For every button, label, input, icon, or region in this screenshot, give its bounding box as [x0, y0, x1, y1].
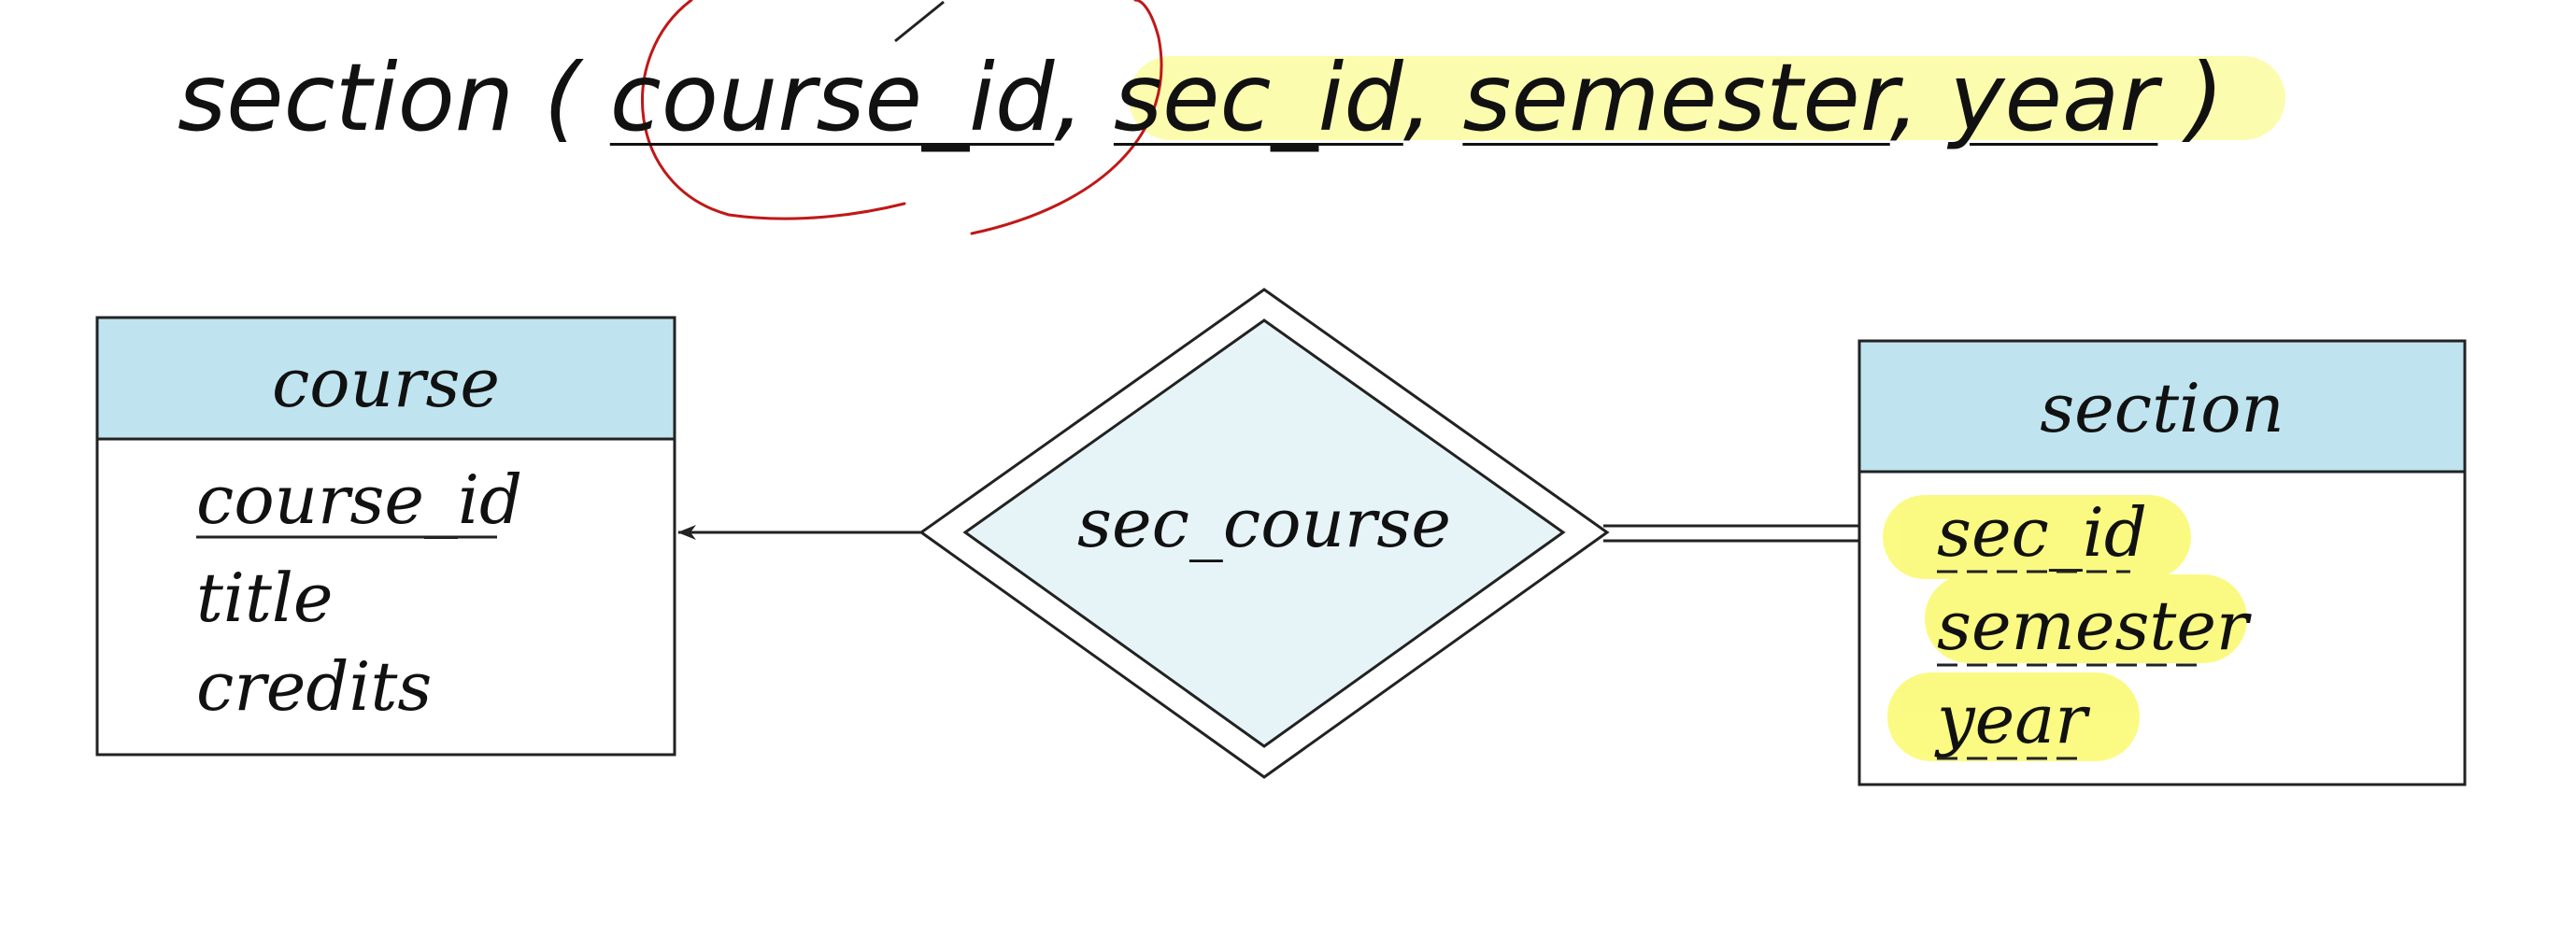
entity-section-header	[1857, 339, 2467, 474]
course-attr-credits: credits	[196, 647, 432, 726]
entity-section-title: section	[2040, 369, 2284, 447]
schema-open-paren: (	[543, 43, 580, 152]
schema-sep-2: ,	[1402, 43, 1433, 152]
entity-section: section sec_id semester year	[1857, 339, 2467, 786]
section-attr-sec-id: sec_id	[1937, 493, 2147, 572]
schema-sep-3: ,	[1889, 43, 1920, 152]
relationship-inner-diamond	[962, 318, 1566, 748]
section-attr-year: year	[1934, 680, 2090, 758]
entity-section-body	[1857, 470, 2467, 786]
annotation-circle	[641, 0, 1163, 235]
schema-attr-course-id: course_id	[609, 43, 1055, 152]
entity-course-body	[95, 437, 676, 757]
schema-highlight	[1129, 56, 2285, 140]
relation-schema: section ( course_id, sec_id, semester, y…	[178, 37, 2224, 159]
relationship-label: sec_course	[1077, 484, 1451, 562]
section-attr-semester: semester	[1937, 587, 2252, 665]
schema-sep-1: ,	[1054, 43, 1085, 152]
section-attr-highlights	[1883, 495, 2247, 761]
schema-attr-sec-id: sec_id	[1113, 43, 1403, 152]
course-attr-title: title	[196, 559, 334, 637]
course-attr-course-id: course_id	[196, 460, 522, 539]
relationship-sec-course: sec_course	[918, 288, 1610, 779]
schema-close-paren: )	[2187, 43, 2225, 152]
schema-attr-semester: semester	[1462, 43, 1890, 152]
entity-course: course course_id title credits	[95, 316, 676, 757]
entity-course-header	[95, 316, 676, 441]
total-participation-lines	[1603, 524, 1859, 543]
annotation-tick	[894, 0, 945, 43]
schema-relation-name: section	[178, 43, 515, 152]
schema-attr-year: year	[1949, 43, 2158, 152]
entity-course-title: course	[272, 344, 500, 422]
